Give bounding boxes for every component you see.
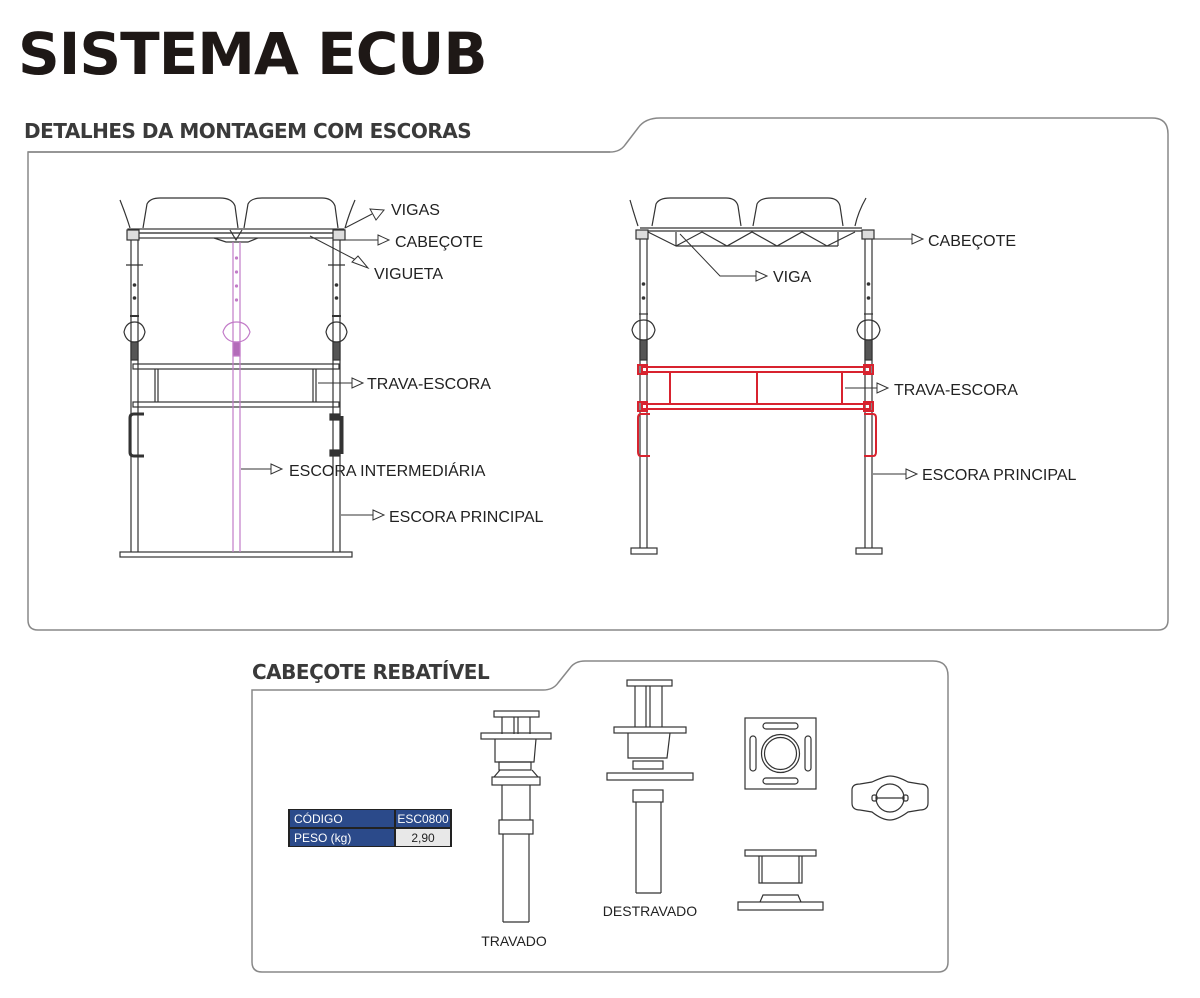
- head-unlocked-drawing: [606, 679, 694, 894]
- section-frame-cabecote: [251, 660, 949, 973]
- trava-escora-highlight: [637, 364, 877, 457]
- head-locked-drawing: [480, 710, 552, 923]
- spec-value-cell: [396, 829, 450, 846]
- label-escora-principal-right: ESCORA PRINCIPAL: [922, 467, 1077, 484]
- spec-table: CÓDIGO ESC0800 PESO (kg) 2,90: [288, 809, 452, 847]
- left-assembly-drawing: [119, 197, 356, 558]
- spec-peso-label: PESO (kg): [294, 831, 351, 845]
- label-cabecote-left: CABEÇOTE: [395, 234, 483, 251]
- label-trava-escora-left: TRAVA-ESCORA: [367, 376, 491, 393]
- label-vigueta: VIGUETA: [374, 266, 443, 283]
- label-escora-principal-left: ESCORA PRINCIPAL: [389, 509, 544, 526]
- caption-travado: TRAVADO: [481, 933, 547, 949]
- label-escora-intermediaria: ESCORA INTERMEDIÁRIA: [289, 461, 486, 480]
- section-title-montagem: DETALHES DA MONTAGEM COM ESCORAS: [24, 119, 472, 143]
- spec-peso-value: 2,90: [411, 831, 435, 845]
- head-top-view-drawing: [744, 717, 817, 790]
- spec-codigo-label: CÓDIGO: [294, 811, 343, 826]
- caption-destravado: DESTRAVADO: [603, 903, 697, 919]
- right-assembly-drawing: [629, 197, 883, 555]
- page-title: SISTEMA ECUB: [18, 20, 488, 88]
- label-vigas: VIGAS: [391, 202, 440, 219]
- spec-codigo-value: ESC0800: [397, 812, 449, 826]
- spec-label-cell: [290, 810, 394, 827]
- spec-value-cell: [396, 810, 450, 827]
- label-cabecote-right: CABEÇOTE: [928, 233, 1016, 250]
- spec-label-cell: [290, 829, 394, 846]
- section-title-cabecote: CABEÇOTE REBATÍVEL: [252, 660, 490, 684]
- section-frame-montagem: [27, 117, 1169, 631]
- label-viga: VIGA: [773, 269, 812, 286]
- head-side-view-drawing: [737, 849, 824, 911]
- label-trava-escora-right: TRAVA-ESCORA: [894, 382, 1018, 399]
- wing-nut-drawing: [851, 775, 929, 821]
- intermediate-prop: [222, 242, 251, 552]
